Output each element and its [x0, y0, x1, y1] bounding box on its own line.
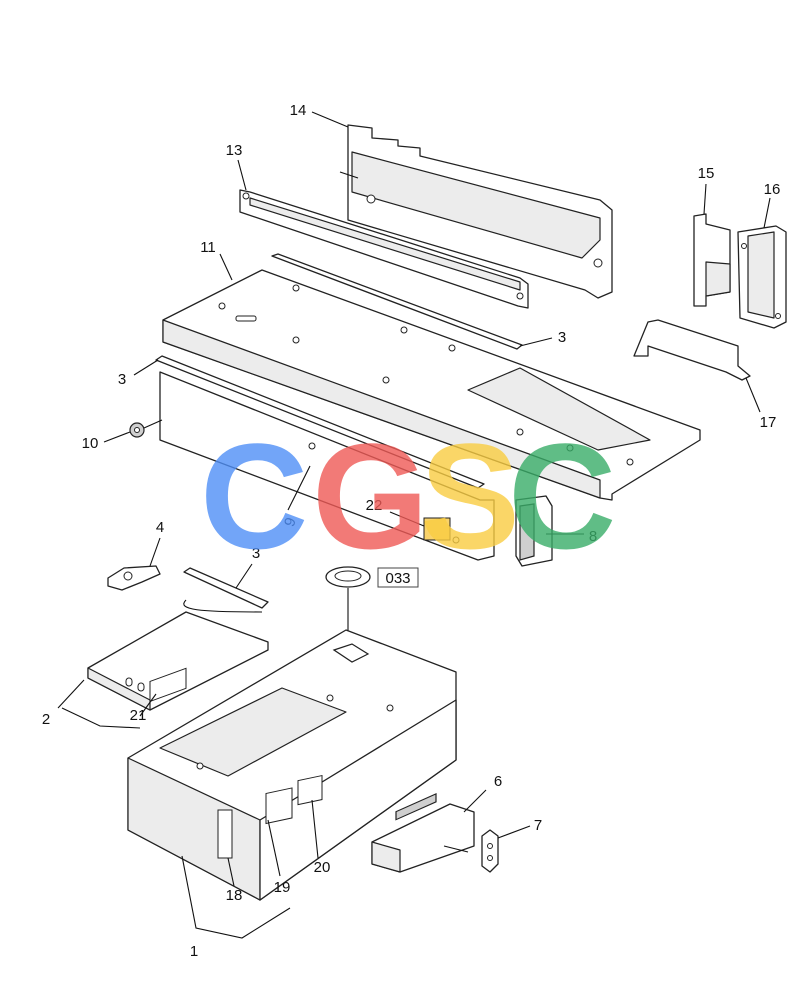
callout-18: 18 [226, 887, 243, 904]
part-17-support [633, 319, 751, 381]
part-11-top-tray [162, 269, 701, 501]
callout-19: 19 [274, 879, 291, 896]
leader-lines [57, 111, 771, 939]
callout-14: 14 [290, 102, 307, 119]
callout-3-lower: 3 [252, 545, 260, 562]
callout-15: 15 [698, 165, 715, 182]
part-3-rod-middle [155, 355, 485, 489]
part-8-bracket [515, 495, 553, 567]
callouts: 14 13 11 3 3 10 15 16 17 9 22 8 4 3 2 21… [42, 102, 781, 960]
watermark-letter-s: S [420, 412, 520, 580]
part-6-block [371, 793, 475, 873]
watermark-letter-g: G [312, 412, 429, 580]
cgsc-watermark: C G S C [200, 412, 616, 580]
part-10-fastener [129, 419, 163, 438]
ring-gasket [325, 566, 371, 634]
part-7-clip [481, 829, 499, 873]
callout-16: 16 [764, 181, 781, 198]
ref-box-033: 033 [377, 567, 419, 588]
watermark-letter-c2: C [508, 412, 616, 580]
part-3-rod-lower [183, 567, 269, 609]
callout-6: 6 [494, 773, 502, 790]
part-1-housing [127, 629, 457, 901]
callout-8: 8 [589, 528, 597, 545]
callout-3-upper: 3 [558, 329, 566, 346]
callout-11: 11 [200, 239, 216, 256]
callout-22: 22 [366, 497, 383, 514]
callout-21: 21 [130, 707, 147, 724]
part-4-clip [107, 565, 161, 591]
part-9-side-panel [159, 371, 495, 561]
part-14-rear-panel [339, 124, 613, 299]
part-16-bracket [737, 225, 787, 329]
callout-7: 7 [534, 817, 542, 834]
part-15-bracket [693, 213, 731, 307]
watermark-letter-c1: C [200, 412, 308, 580]
callout-10: 10 [82, 435, 99, 452]
callout-2: 2 [42, 711, 50, 728]
svg-text:033: 033 [385, 570, 410, 587]
part-13-rail [239, 189, 529, 309]
callout-3-middle: 3 [118, 371, 126, 388]
part-2-plate [87, 599, 269, 711]
callout-4: 4 [156, 519, 164, 536]
callout-1: 1 [190, 943, 198, 960]
callout-20: 20 [314, 859, 331, 876]
callout-17: 17 [760, 414, 777, 431]
callout-13: 13 [226, 142, 243, 159]
